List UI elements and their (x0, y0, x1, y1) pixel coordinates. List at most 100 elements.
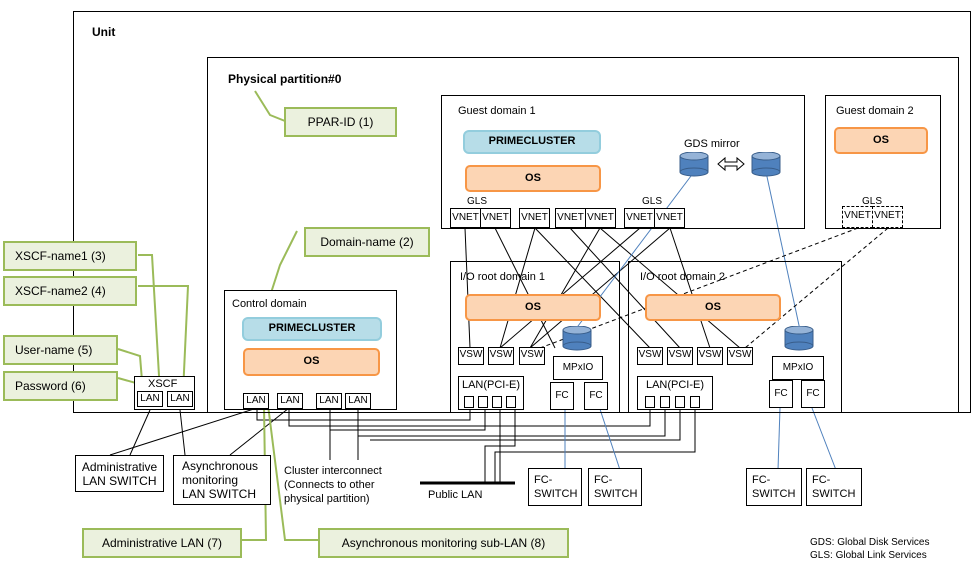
guest2-vnet: VNET (872, 206, 903, 228)
guest-domain-1-title: Guest domain 1 (458, 105, 536, 117)
control-lan: LAN (277, 393, 303, 409)
admin-switch-line: LAN SWITCH (82, 474, 157, 488)
io2-lan-port (645, 396, 655, 408)
xscf-title: XSCF (148, 378, 178, 390)
async-monitoring-lan-switch: Asynchronous monitoring LAN SWITCH (173, 455, 271, 505)
guest2-vnet: VNET (842, 206, 873, 228)
callout-user-name: User-name (5) (3, 335, 118, 365)
async-switch-line: Asynchronous (182, 459, 259, 473)
io1-lan-pcie-label: LAN(PCI-E) (461, 379, 521, 391)
guest1-gls-right: GLS (642, 196, 663, 207)
fc-switch-line: FC- (534, 474, 553, 486)
guest1-os: OS (465, 165, 601, 192)
fc-switch-line: SWITCH (534, 488, 578, 500)
admin-lan-switch: Administrative LAN SWITCH (75, 455, 164, 492)
io2-lan-port (690, 396, 700, 408)
cluster-ic-line: (Connects to other (284, 479, 375, 491)
async-switch-line: LAN SWITCH (182, 487, 257, 501)
io-root-domain-1 (450, 261, 620, 413)
guest-domain-1 (441, 95, 805, 229)
xscf-lan: LAN (137, 391, 163, 407)
disk-cylinder-icon (679, 152, 709, 177)
control-primecluster: PRIMECLUSTER (242, 317, 382, 341)
disk-cylinder-icon (562, 326, 592, 351)
io2-fc: FC (769, 380, 793, 408)
io-root-domain-2-title: I/O root domain 2 (640, 271, 725, 283)
fc-switch-line: FC- (812, 474, 831, 486)
callout-domain-name: Domain-name (2) (304, 227, 430, 257)
control-domain-title: Control domain (232, 298, 307, 310)
io1-fc: FC (550, 382, 574, 410)
callout-admin-lan: Administrative LAN (7) (82, 528, 242, 558)
control-os: OS (243, 348, 380, 376)
cluster-ic-line: Cluster interconnect (284, 465, 382, 477)
control-lan: LAN (316, 393, 342, 409)
guest1-vnet: VNET (555, 208, 586, 228)
io1-vsw: VSW (519, 347, 545, 365)
io2-vsw: VSW (667, 347, 693, 365)
io2-fc: FC (801, 380, 825, 408)
fc-switch-line: FC- (752, 474, 771, 486)
control-lan: LAN (243, 393, 269, 409)
guest1-vnet: VNET (585, 208, 616, 228)
callout-xscf-name1: XSCF-name1 (3) (3, 241, 137, 271)
legend-gds: GDS: Global Disk Services (810, 537, 930, 548)
io2-vsw: VSW (637, 347, 663, 365)
unit-box (73, 11, 971, 413)
callout-password: Password (6) (3, 371, 118, 401)
double-arrow-icon (717, 156, 745, 172)
xscf-lan: LAN (167, 391, 193, 407)
admin-switch-line: Administrative (81, 460, 158, 474)
guest1-vnet: VNET (654, 208, 685, 228)
io-root-domain-1-title: I/O root domain 1 (460, 271, 545, 283)
guest1-vnet: VNET (450, 208, 481, 228)
callout-async-sub-lan: Asynchronous monitoring sub-LAN (8) (318, 528, 569, 558)
io1-mpxio: MPxIO (553, 356, 603, 380)
io1-lan-port (492, 396, 502, 408)
disk-cylinder-icon (751, 152, 781, 177)
fc-switch: FC- SWITCH (588, 468, 642, 506)
fc-switch-line: SWITCH (594, 488, 638, 500)
guest1-gls-left: GLS (467, 196, 488, 207)
async-switch-line: monitoring (182, 473, 239, 487)
io2-lan-pcie-label: LAN(PCI-E) (645, 379, 705, 391)
fc-switch-line: SWITCH (812, 488, 856, 500)
unit-label: Unit (92, 25, 116, 39)
io1-fc: FC (584, 382, 608, 410)
guest1-primecluster: PRIMECLUSTER (463, 130, 601, 154)
io1-vsw: VSW (458, 347, 484, 365)
io2-vsw: VSW (727, 347, 753, 365)
io2-vsw: VSW (697, 347, 723, 365)
physical-partition-box (207, 57, 959, 413)
gds-mirror-disks (679, 152, 781, 177)
guest1-vnet: VNET (519, 208, 550, 228)
guest-domain-2 (825, 95, 941, 229)
legend-gls: GLS: Global Link Services (810, 550, 927, 561)
callout-xscf-name2: XSCF-name2 (4) (3, 276, 137, 306)
guest1-vnet: VNET (480, 208, 511, 228)
guest1-vnet: VNET (624, 208, 655, 228)
disk-cylinder-icon (784, 326, 814, 351)
io1-vsw: VSW (488, 347, 514, 365)
io1-lan-port (478, 396, 488, 408)
fc-switch-line: FC- (594, 474, 613, 486)
io2-os: OS (645, 294, 781, 321)
io1-lan-port (464, 396, 474, 408)
io2-lan-port (675, 396, 685, 408)
ppar-label: Physical partition#0 (228, 72, 342, 86)
gds-mirror-label: GDS mirror (684, 138, 740, 150)
callout-ppar-id: PPAR-ID (1) (284, 107, 397, 137)
fc-switch: FC- SWITCH (746, 468, 802, 506)
io2-lan-port (660, 396, 670, 408)
control-lan: LAN (345, 393, 371, 409)
io-root-domain-2 (628, 261, 842, 413)
guest2-gls: GLS (862, 196, 883, 207)
io1-lan-port (506, 396, 516, 408)
guest2-os: OS (834, 127, 928, 154)
io1-os: OS (465, 294, 601, 321)
fc-switch: FC- SWITCH (528, 468, 582, 506)
fc-switch: FC- SWITCH (806, 468, 862, 506)
cluster-interconnect-label: Cluster interconnect (Connects to other … (284, 464, 382, 506)
fc-switch-line: SWITCH (752, 488, 796, 500)
cluster-ic-line: physical partition) (284, 493, 370, 505)
